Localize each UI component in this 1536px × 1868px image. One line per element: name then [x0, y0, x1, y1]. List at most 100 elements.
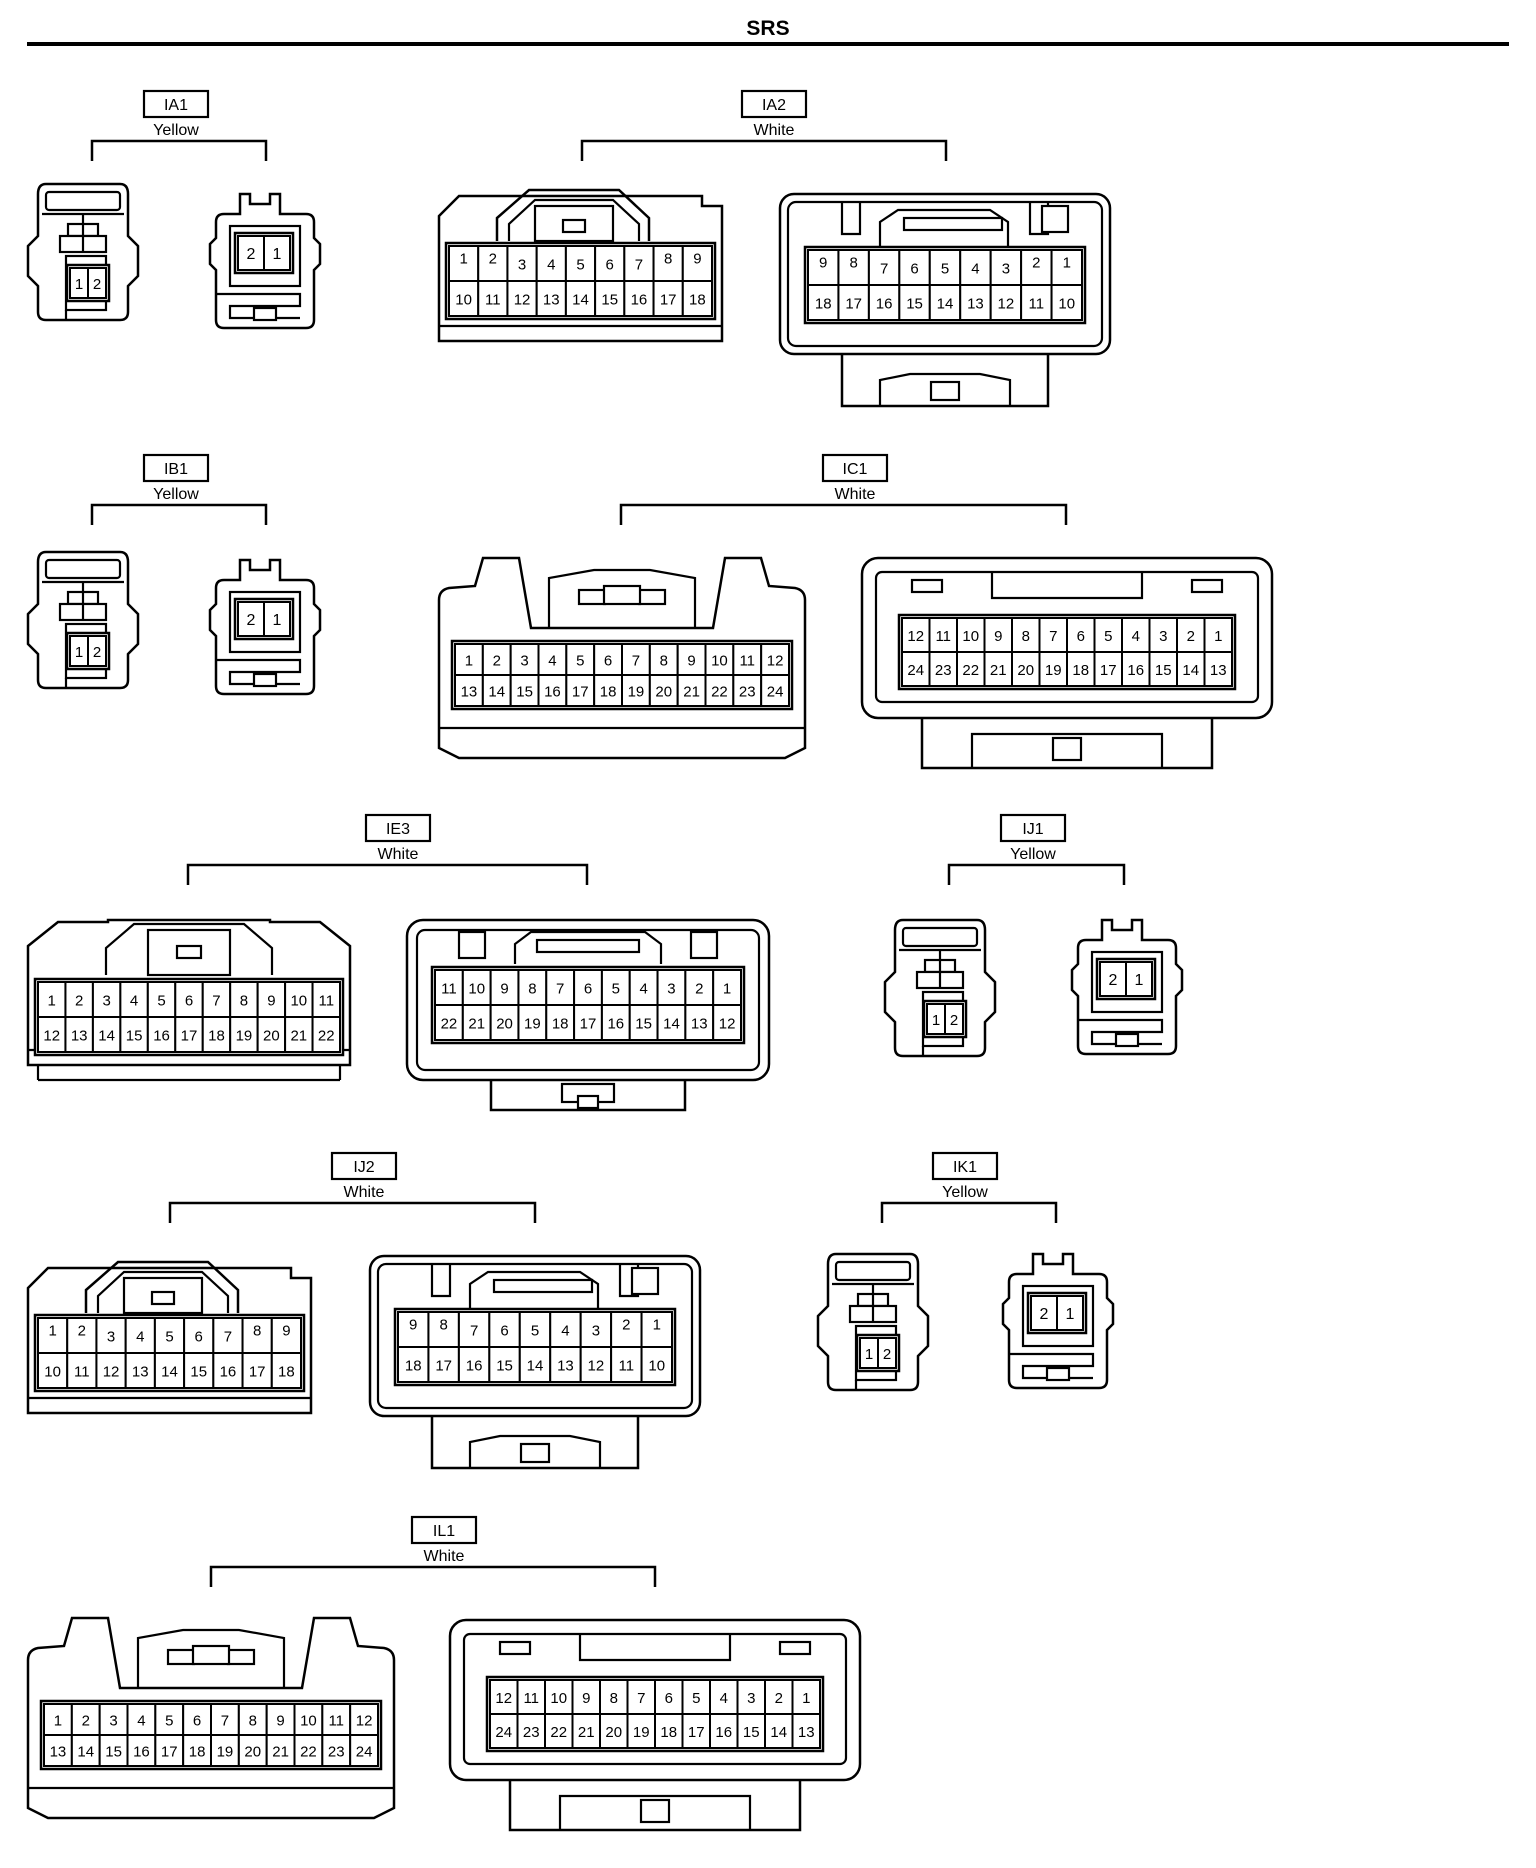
housing-outline: [902, 216, 1004, 232]
housing-outline: [821, 453, 889, 483]
pin-number: 9: [267, 993, 275, 1010]
pin-number: 20: [1017, 662, 1034, 679]
pin-number: 17: [1100, 662, 1117, 679]
pin-cell: [610, 1311, 643, 1348]
pin-cell: [477, 245, 509, 282]
pin-number: 23: [523, 1724, 540, 1741]
housing-outline: [1009, 1352, 1095, 1380]
pin-number: 6: [584, 981, 592, 998]
pin-cell: [1066, 651, 1096, 687]
housing-outline: [507, 198, 641, 241]
housing-outline: [947, 863, 1126, 885]
pin-cell: [983, 617, 1013, 653]
pin-number: 2: [247, 612, 256, 629]
pin-number: 18: [189, 1744, 206, 1761]
pin-number: 16: [607, 1016, 624, 1033]
pin-number: 17: [435, 1358, 452, 1375]
housing-outline: [561, 218, 587, 234]
housing-outline: [492, 1278, 594, 1294]
pin-cell: [599, 1713, 629, 1749]
pin-cell: [43, 1703, 73, 1736]
pin-number: 15: [743, 1724, 760, 1741]
pin-cell: [901, 651, 931, 687]
pin-cell: [736, 1679, 766, 1715]
pin-number: 12: [907, 628, 924, 645]
pin-number: 10: [648, 1358, 665, 1375]
pin-number: 7: [212, 993, 220, 1010]
housing-outline: [1045, 1366, 1071, 1382]
pin-number: 6: [185, 993, 193, 1010]
pin-cell: [648, 643, 679, 676]
pin-cell: [628, 1004, 659, 1041]
pin-number: 14: [770, 1724, 787, 1741]
pin-number: 4: [561, 1323, 569, 1340]
pin-cell: [263, 235, 291, 271]
housing-outline: [840, 354, 1050, 408]
pin-number: 9: [687, 653, 695, 670]
pin-cell: [956, 651, 986, 687]
pin-number: 19: [633, 1724, 650, 1741]
pin-number: 22: [318, 1028, 335, 1045]
housing-outline: [252, 306, 278, 322]
pin-number: 3: [592, 1323, 600, 1340]
pin-cell: [229, 1016, 259, 1053]
housing-outline: [1078, 1018, 1164, 1046]
pin-cell: [126, 1703, 157, 1736]
pin-number: 1: [865, 1346, 873, 1363]
pin-number: 14: [1182, 662, 1199, 679]
pin-number: 1: [932, 1012, 940, 1029]
pin-number: 2: [82, 1713, 90, 1730]
pin-cell: [212, 1352, 244, 1389]
pin-number: 3: [109, 1713, 117, 1730]
pin-number: 7: [637, 1690, 645, 1707]
pin-number: 6: [1077, 628, 1085, 645]
pin-cell: [928, 249, 962, 286]
pin-number: 3: [1159, 628, 1167, 645]
pin-number: 19: [524, 1016, 541, 1033]
pin-cell: [70, 1734, 101, 1767]
pin-number: 1: [273, 246, 282, 263]
pin-cell: [98, 1734, 129, 1767]
housing-outline: [84, 1260, 240, 1313]
pin-number: 13: [691, 1016, 708, 1033]
pin-number: 22: [711, 684, 728, 701]
housing-outline: [910, 578, 944, 594]
pin-cell: [237, 1734, 268, 1767]
connector-color: White: [754, 122, 795, 139]
pin-cell: [654, 1713, 684, 1749]
pin-number: 5: [692, 1690, 700, 1707]
pin-cell: [146, 981, 177, 1018]
pin-cell: [901, 617, 931, 653]
pin-number: 8: [439, 1317, 447, 1334]
pin-cell: [704, 674, 735, 707]
pin-cell: [867, 284, 901, 321]
pin-cell: [732, 643, 763, 676]
housing-outline: [639, 1798, 671, 1824]
pin-number: 13: [967, 296, 984, 313]
housing-outline: [901, 926, 979, 948]
housing-outline: [840, 202, 862, 236]
pin-number: 17: [161, 1744, 178, 1761]
connector-color: Yellow: [942, 1184, 988, 1201]
pin-cell: [867, 249, 901, 286]
housing-outline: [489, 1080, 687, 1112]
pin-number: 7: [556, 981, 564, 998]
pin-number: 22: [962, 662, 979, 679]
housing-outline: [576, 1094, 600, 1110]
pin-number: 1: [465, 653, 473, 670]
pin-number: 4: [547, 257, 555, 274]
pin-number: 14: [663, 1016, 680, 1033]
housing-outline: [175, 944, 203, 960]
pin-number: 9: [409, 1317, 417, 1334]
housing-outline: [1051, 736, 1083, 762]
